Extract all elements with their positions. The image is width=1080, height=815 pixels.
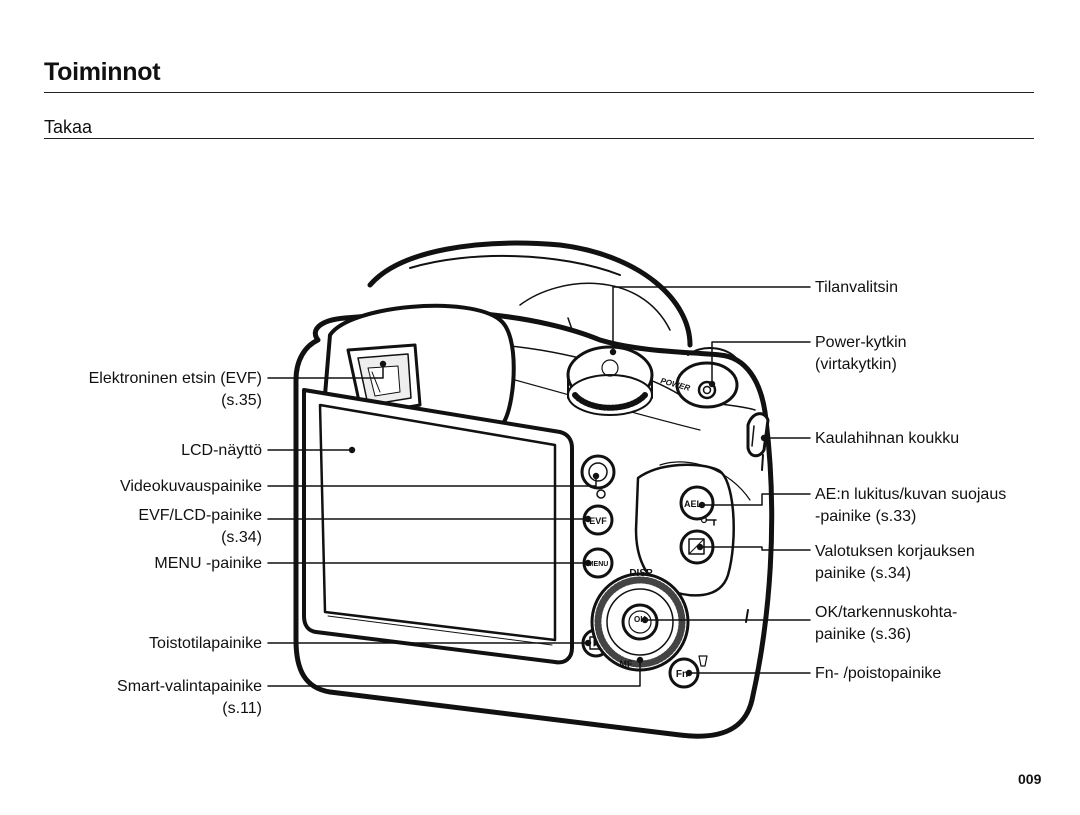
page-title: Toiminnot <box>44 58 161 86</box>
label-playback-button: Toistotilapainike <box>149 635 262 652</box>
lcd-screen <box>318 403 557 642</box>
section-subtitle: Takaa <box>44 117 93 137</box>
mf-mark: MF <box>620 659 633 669</box>
label-lcd: LCD-näyttö <box>181 442 262 459</box>
label-ok-button-page: painike (s.36) <box>815 626 912 643</box>
label-ael-button: AE:n lukitus/kuvan suojaus <box>815 486 1007 503</box>
evf-lcd-button <box>582 504 614 536</box>
ok-button <box>621 603 659 641</box>
subtitle-rule <box>44 138 1034 139</box>
menu-mark: MENU <box>588 561 609 568</box>
leader-dots <box>348 348 768 677</box>
fn-mark: Fn <box>676 669 688 680</box>
label-fn-button: Fn- /poistopainike <box>815 665 942 682</box>
lens-barrel-outline <box>367 240 693 348</box>
video-button <box>580 454 616 490</box>
label-menu-button: MENU -painike <box>154 555 262 572</box>
label-smart-dial-page: (s.11) <box>222 700 262 717</box>
label-ael-button-page: -painike (s.33) <box>815 508 917 525</box>
label-evf-page: (s.35) <box>221 392 262 409</box>
ael-button <box>679 485 715 521</box>
label-power-switch-alt: (virtakytkin) <box>815 356 897 373</box>
label-smart-dial: Smart-valintapainike <box>117 678 262 695</box>
disp-mark: DISP <box>629 568 653 579</box>
ael-mark: AEL <box>684 499 703 509</box>
evf-mark: EVF <box>589 516 607 526</box>
label-video-button: Videokuvauspainike <box>119 478 262 495</box>
label-ev-button: Valotuksen korjauksen <box>815 543 975 560</box>
label-evf: Elektroninen etsin (EVF) <box>88 370 262 387</box>
label-ev-button-page: painike (s.34) <box>815 565 912 582</box>
label-ok-button: OK/tarkennuskohta- <box>815 604 958 621</box>
label-power-switch: Power-kytkin <box>815 334 907 351</box>
label-mode-dial: Tilanvalitsin <box>815 279 898 296</box>
label-evf-lcd-button: EVF/LCD-painike <box>138 507 262 524</box>
title-rule <box>44 92 1034 93</box>
strap-hook <box>746 412 770 458</box>
label-strap-hook: Kaulahihnan koukku <box>815 430 960 447</box>
label-evf-lcd-page: (s.34) <box>221 529 262 546</box>
ok-mark: OK <box>634 615 646 624</box>
page-number: 009 <box>1018 771 1042 787</box>
